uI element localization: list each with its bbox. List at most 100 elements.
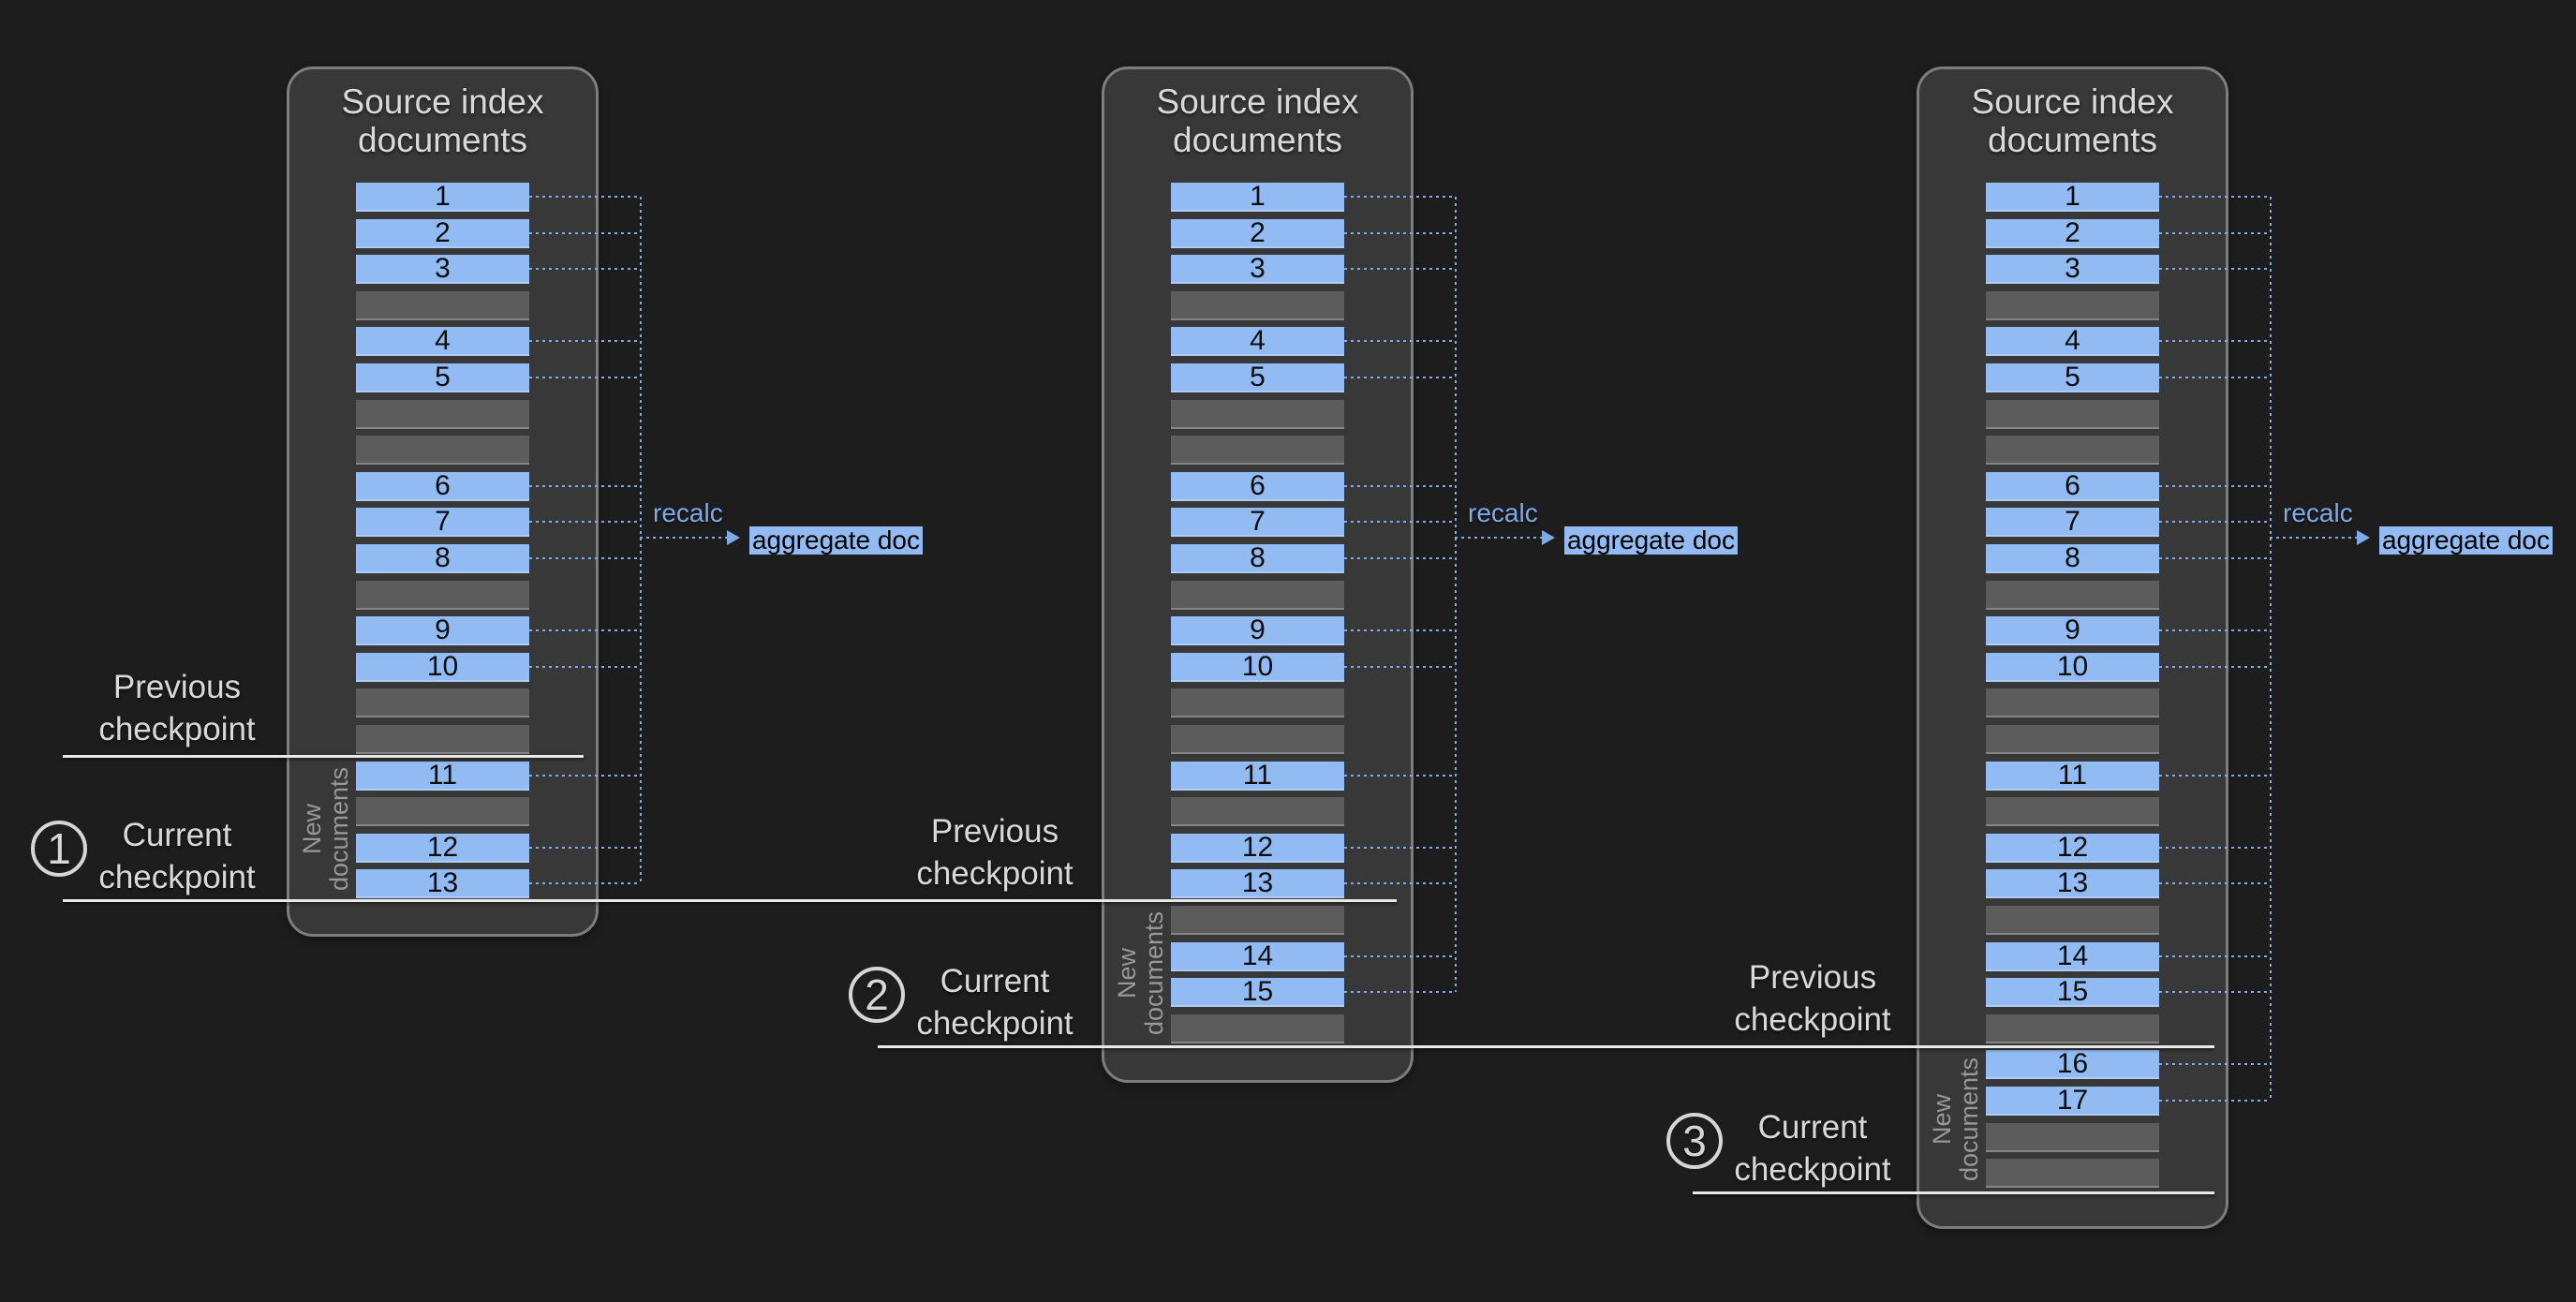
connector-line <box>529 521 640 523</box>
document-number: 13 <box>2056 867 2089 898</box>
connector-line <box>529 629 640 631</box>
document-number: 6 <box>435 470 451 501</box>
document-bar: 13 <box>1986 869 2159 898</box>
current-checkpoint-label-line: Current <box>1757 1109 1868 1146</box>
recalc-arrow <box>640 537 728 539</box>
recalc-label: recalc <box>1468 498 1538 527</box>
empty-slot-bar <box>1986 906 2159 935</box>
document-bar: 11 <box>1171 762 1344 791</box>
document-bar: 12 <box>1986 834 2159 863</box>
current-checkpoint-label-line: Current <box>122 817 232 853</box>
connector-line <box>1344 955 1455 957</box>
empty-slot-bar <box>1986 797 2159 826</box>
previous-checkpoint-label-line: Previous <box>930 813 1059 850</box>
connector-line <box>2159 847 2270 849</box>
panel-title: documents <box>1173 121 1342 159</box>
document-number: 10 <box>426 651 459 682</box>
connector-line <box>529 268 640 270</box>
panel-title: documents <box>1988 121 2157 159</box>
document-bar: 2 <box>356 219 529 248</box>
empty-slot-bar <box>1171 797 1344 826</box>
connector-line <box>529 340 640 342</box>
document-number: 8 <box>435 542 451 573</box>
connector-line <box>2159 268 2270 270</box>
empty-slot-bar <box>356 436 529 465</box>
recalc-arrow <box>2270 537 2358 539</box>
document-number: 11 <box>1242 760 1273 791</box>
document-number: 8 <box>1250 542 1266 573</box>
document-number: 1 <box>2065 181 2080 212</box>
document-bar: 4 <box>1986 327 2159 356</box>
document-bar: 7 <box>1171 508 1344 537</box>
empty-slot-bar <box>1171 1014 1344 1043</box>
empty-slot-bar <box>1986 291 2159 320</box>
document-bar: 11 <box>356 762 529 791</box>
document-bar: 3 <box>356 255 529 284</box>
document-number: 8 <box>2065 542 2080 573</box>
document-number: 10 <box>2056 651 2089 682</box>
connector-bracket <box>2270 197 2272 1101</box>
document-bar: 1 <box>1171 183 1344 212</box>
document-number: 7 <box>2065 506 2080 537</box>
document-bar: 15 <box>1986 978 2159 1007</box>
connector-line <box>2159 485 2270 487</box>
step-number-badge: 2 <box>849 967 905 1023</box>
empty-slot-bar <box>1986 725 2159 754</box>
empty-slot-bar <box>1171 436 1344 465</box>
document-number: 5 <box>1250 362 1266 392</box>
document-bar: 4 <box>356 327 529 356</box>
connector-line <box>2159 955 2270 957</box>
empty-slot-bar <box>1986 1123 2159 1152</box>
document-number: 11 <box>2057 760 2088 791</box>
document-bar: 8 <box>1986 544 2159 573</box>
document-bar: 17 <box>1986 1087 2159 1116</box>
previous-checkpoint-label-line: Previous <box>112 669 242 705</box>
connector-line <box>1344 557 1455 559</box>
document-number: 15 <box>1241 976 1274 1007</box>
document-number: 4 <box>2065 325 2080 356</box>
connector-line <box>1344 882 1455 884</box>
document-bar: 6 <box>1986 472 2159 501</box>
current-checkpoint-label-line: checkpoint <box>916 1005 1073 1042</box>
connector-line <box>1344 268 1455 270</box>
document-bar: 9 <box>1986 616 2159 645</box>
document-number: 2 <box>2065 217 2080 248</box>
connector-line <box>2159 232 2270 234</box>
document-number: 3 <box>435 253 451 284</box>
connector-line <box>2159 196 2270 198</box>
previous-checkpoint-label-line: checkpoint <box>916 855 1073 892</box>
document-number: 7 <box>1250 506 1266 537</box>
current-checkpoint-label: Current checkpoint <box>807 960 1182 1044</box>
empty-slot-bar <box>1986 400 2159 429</box>
connector-line <box>529 485 640 487</box>
document-bar: 14 <box>1171 942 1344 971</box>
document-number: 13 <box>426 867 459 898</box>
empty-slot-bar <box>356 797 529 826</box>
connector-line <box>1344 340 1455 342</box>
connector-line <box>2159 629 2270 631</box>
document-number: 15 <box>2056 976 2089 1007</box>
previous-checkpoint-label-line: checkpoint <box>1734 1001 1891 1038</box>
document-bar: 10 <box>356 653 529 682</box>
document-number: 5 <box>435 362 451 392</box>
current-checkpoint-label-line: Current <box>940 963 1050 999</box>
empty-slot-bar <box>356 291 529 320</box>
empty-slot-bar <box>1171 688 1344 718</box>
document-number: 13 <box>1241 867 1274 898</box>
document-bar: 7 <box>1986 508 2159 537</box>
document-number: 1 <box>435 181 451 212</box>
connector-line <box>2159 1063 2270 1065</box>
document-bar: 5 <box>1171 363 1344 392</box>
document-bar: 13 <box>1171 869 1344 898</box>
document-bar: 7 <box>356 508 529 537</box>
document-number: 12 <box>2056 832 2089 863</box>
empty-slot-bar <box>1986 688 2159 718</box>
connector-bracket <box>640 197 642 883</box>
document-bar: 6 <box>356 472 529 501</box>
aggregate-doc-box: aggregate doc <box>1564 526 1738 555</box>
empty-slot-bar <box>356 581 529 610</box>
empty-slot-bar <box>1986 436 2159 465</box>
connector-line <box>2159 1100 2270 1102</box>
